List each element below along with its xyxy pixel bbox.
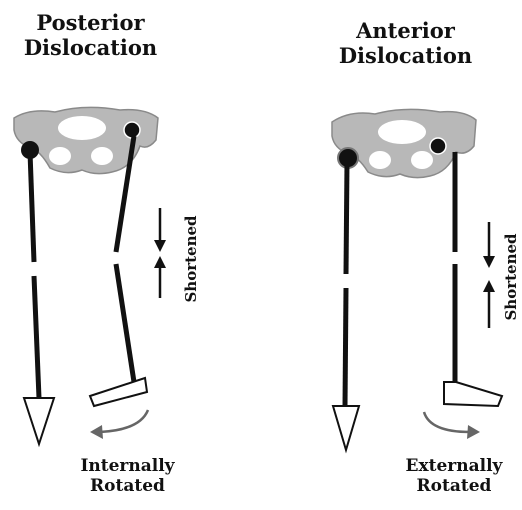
posterior-dislocated-femoral-head xyxy=(124,122,140,138)
posterior-rotation-label: Internally Rotated xyxy=(55,456,200,497)
anterior-shortened-label: Shortened xyxy=(502,229,520,325)
posterior-rotation-line1: Internally xyxy=(55,456,200,476)
external-rotation-arrow xyxy=(424,412,480,439)
anterior-title-line1: Anterior xyxy=(318,18,493,43)
posterior-normal-leg xyxy=(24,152,54,444)
anterior-dislocated-femoral-head xyxy=(430,138,446,154)
anterior-title: Anterior Dislocation xyxy=(318,18,493,68)
anterior-rotation-line2: Rotated xyxy=(388,476,520,496)
anterior-dislocated-leg xyxy=(444,152,502,406)
posterior-title-line1: Posterior xyxy=(8,10,173,35)
posterior-title-line2: Dislocation xyxy=(8,35,173,60)
anterior-title-line2: Dislocation xyxy=(318,43,493,68)
anterior-normal-leg xyxy=(333,162,359,450)
internal-rotation-arrow xyxy=(90,410,148,439)
anterior-shortened-arrows xyxy=(483,222,495,328)
posterior-pelvis xyxy=(14,107,158,173)
anterior-rotation-line1: Externally xyxy=(388,456,520,476)
posterior-shortened-label: Shortened xyxy=(182,211,200,307)
anterior-rotation-label: Externally Rotated xyxy=(388,456,520,497)
posterior-dislocated-leg xyxy=(90,136,147,406)
posterior-shortened-arrows xyxy=(154,208,166,298)
posterior-title: Posterior Dislocation xyxy=(8,10,173,60)
posterior-rotation-line2: Rotated xyxy=(55,476,200,496)
